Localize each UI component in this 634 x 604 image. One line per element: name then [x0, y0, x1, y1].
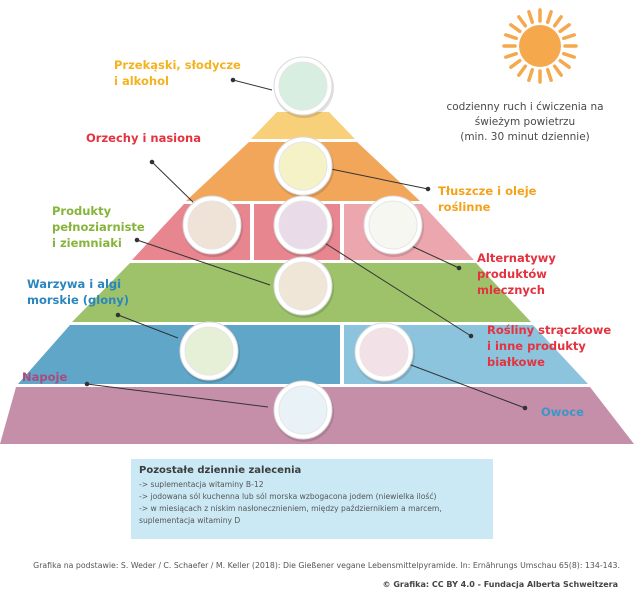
- recommendation-item: -> w miesiącach z niskim nasłonecznienie…: [139, 504, 442, 525]
- sun-ray: [504, 33, 518, 41]
- recommendations-title: Pozostałe dziennie zalecenia: [139, 465, 302, 476]
- sun-ray: [545, 68, 553, 82]
- vegetables-icon: [179, 321, 240, 383]
- sun-icon: [502, 8, 578, 84]
- sun-ray: [562, 51, 576, 59]
- sun-ray: [517, 64, 528, 77]
- sun-ray: [562, 33, 576, 41]
- label-drinks: Napoje: [22, 370, 68, 384]
- sun-ray: [509, 58, 522, 69]
- copyright-notice: © Grafika: CC BY 4.0 - Fundacja Alberta …: [382, 580, 618, 589]
- recommendation-item: -> suplementacja witaminy B-12: [139, 480, 264, 489]
- sun-ray: [552, 15, 563, 28]
- water-bottle-icon: [273, 380, 334, 442]
- connector-grains: [136, 239, 271, 286]
- fruits-icon: [354, 322, 415, 384]
- oil-jug-icon: [273, 136, 334, 198]
- connector-legumes: [319, 239, 472, 337]
- bread-potato-icon: [273, 256, 334, 318]
- sun-ray: [509, 23, 522, 34]
- label-fruits: Owoce: [541, 405, 584, 419]
- connector-fruits: [402, 361, 526, 409]
- source-citation: Grafika na podstawie: S. Weder / C. Scha…: [33, 561, 620, 570]
- sun-ray: [527, 10, 535, 24]
- sun-ray: [552, 64, 563, 77]
- sun-ray: [517, 15, 528, 28]
- recommendations-box: Pozostałe dziennie zalecenia -> suplemen…: [131, 459, 493, 539]
- sun-ray: [504, 51, 518, 59]
- legumes-icon: [273, 195, 334, 257]
- label-snacks: Przekąski, słodycze i alkohol: [114, 58, 241, 88]
- sun-ray: [558, 58, 571, 69]
- connector-drinks: [86, 383, 269, 408]
- connector-nuts: [151, 161, 197, 206]
- connector-fats: [325, 167, 429, 190]
- sun-ray: [545, 10, 553, 24]
- label-dairy-alternatives: Alternatywy produktów mlecznych: [477, 251, 556, 297]
- label-grains: Produkty pełnoziarniste i ziemniaki: [52, 204, 145, 250]
- label-vegetables: Warzywa i algi morskie (glony): [27, 277, 130, 307]
- sun-ray: [558, 23, 571, 34]
- recommendation-item: -> jodowana sól kuchenna lub sól morska …: [139, 492, 437, 501]
- connector-snacks: [232, 79, 273, 91]
- connector-vegetables: [117, 314, 179, 339]
- label-fats: Tłuszcze i oleje roślinne: [438, 184, 537, 214]
- sun-ray: [527, 68, 535, 82]
- nuts-icon: [182, 195, 243, 257]
- wine-sweets-icon: [273, 56, 334, 118]
- sun-disc: [519, 25, 561, 67]
- band-vegetables: [18, 325, 340, 384]
- milk-jug-icon: [363, 195, 424, 257]
- label-legumes: Rośliny strączkowe i inne produkty białk…: [487, 323, 612, 369]
- exercise-recommendation: codzienny ruch i ćwiczenia na świeżym po…: [446, 101, 604, 143]
- connector-dairy: [404, 242, 460, 269]
- label-nuts: Orzechy i nasiona: [86, 131, 201, 145]
- band-snacks: [251, 112, 355, 139]
